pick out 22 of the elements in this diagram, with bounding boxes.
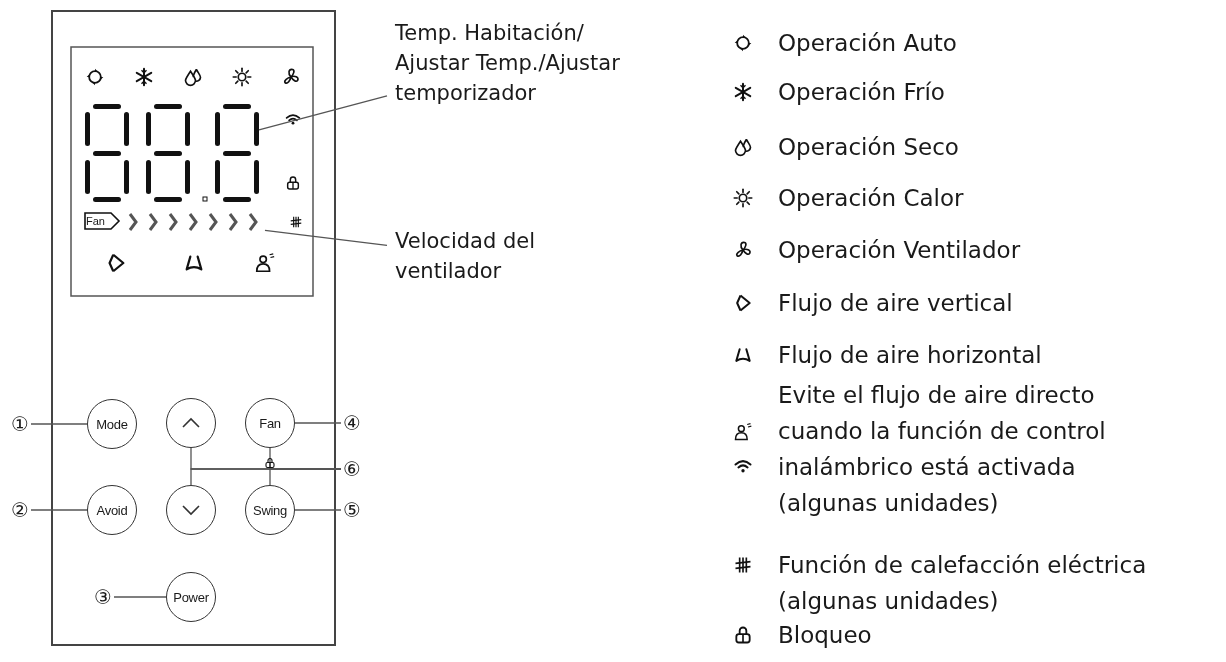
legend-text: Función de calefacción eléctrica (algunas unidades) [778,551,1148,616]
legend-text: Operación Frío [778,78,946,107]
legend-text: Bloqueo [778,621,873,650]
legend-text: Operación Ventilador [778,236,1022,265]
badge-text: Fan [86,214,105,228]
leader-line [30,509,88,511]
leader-line [258,95,388,131]
seven-segment-digits-drawing [85,104,259,202]
leader-line [294,422,342,424]
leader-line [264,229,388,247]
fan-speed-chevrons-icon [128,213,258,231]
leader-line [30,423,88,425]
legend-text: Operación Seco [778,133,960,162]
callout-text: Temp. Habitación/ Ajustar Temp./Ajustar temporizador [395,18,635,108]
leader-line [294,509,342,511]
callout-text: Velocidad del ventilador [395,226,585,286]
legend-text: Operación Calor [778,184,965,213]
legend-text: Operación Auto [778,29,958,58]
legend-text: inalámbrico está activada (algunas unidades) [778,453,1077,518]
legend-text: Flujo de aire horizontal [778,341,1043,370]
legend-text: Flujo de aire vertical [778,289,1014,318]
leader-line [113,596,167,598]
